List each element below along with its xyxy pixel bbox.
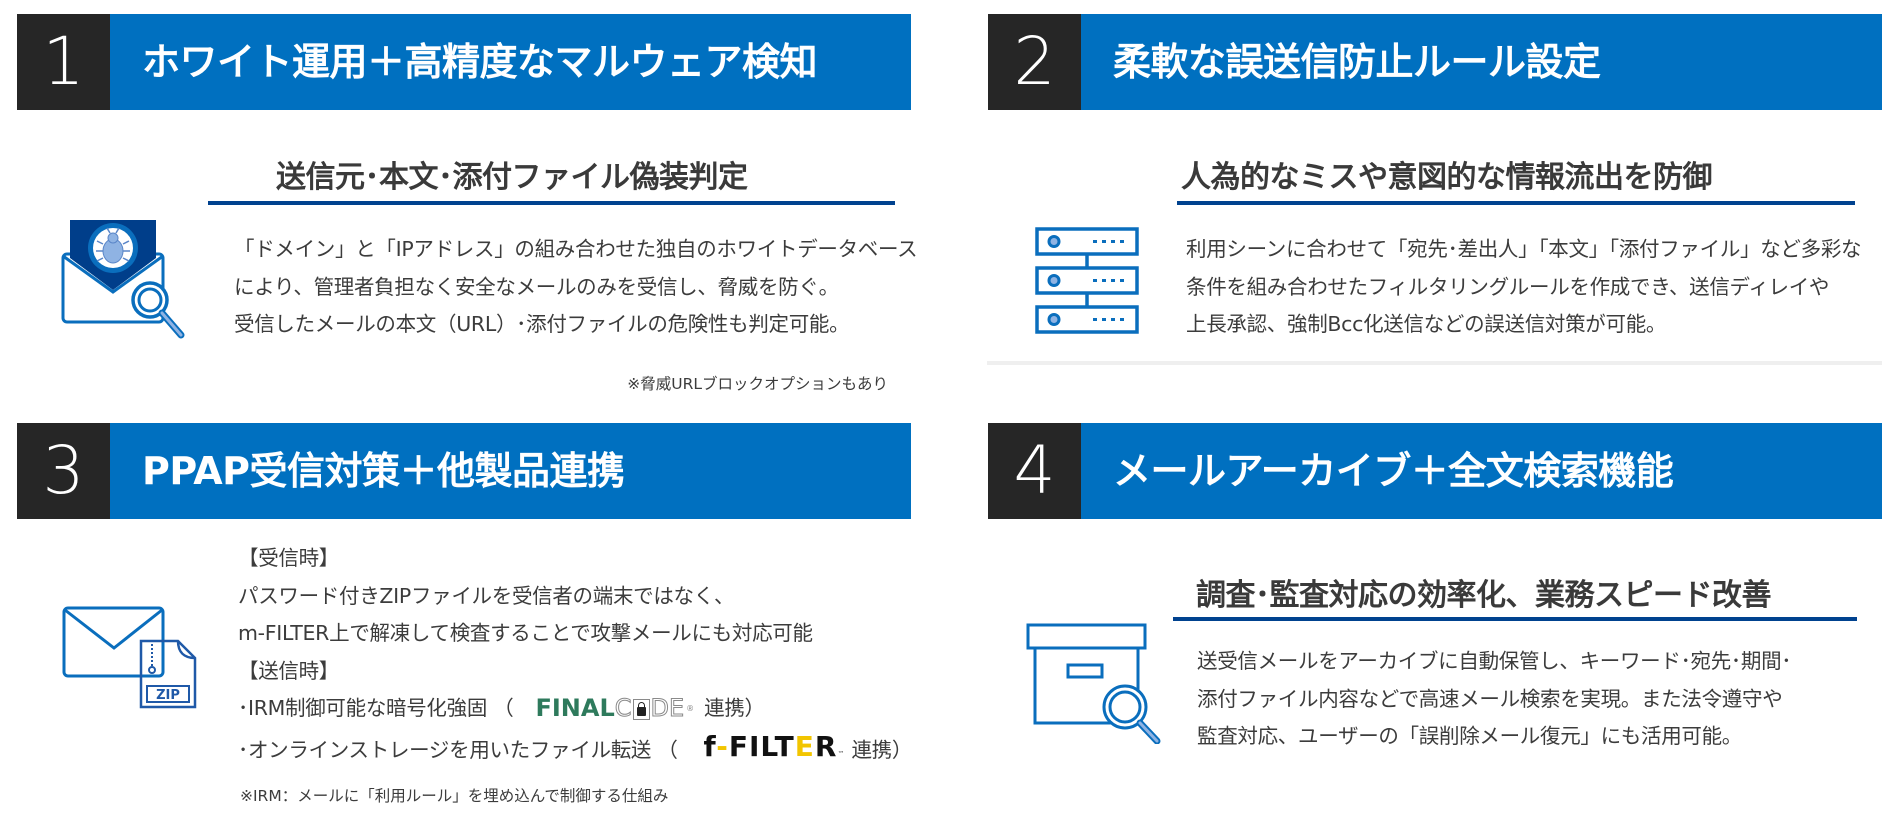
section-number: 1 (17, 14, 110, 110)
server-stack-icon (1035, 227, 1139, 334)
description-line: m-FILTER上で解凍して検査することで攻撃メールにも対応可能 (238, 621, 813, 645)
section-note: ※IRM：メールに「利用ルール」を埋め込んで制御する仕組み (240, 787, 669, 805)
description-line: パスワード付きZIPファイルを受信者の端末ではなく、 (238, 583, 735, 608)
lock-icon (632, 698, 650, 720)
section-number: 3 (17, 423, 110, 519)
subtitle-underline (208, 201, 895, 205)
section-description: 利用シーンに合わせて「宛先･差出人」「本文」「添付ファイル」など多彩な 条件を組… (1186, 231, 1862, 344)
section-note: ※脅威URLブロックオプションもあり (627, 375, 888, 393)
archive-box-magnifier-icon (1026, 623, 1161, 744)
section-number: 4 (988, 423, 1081, 519)
subtitle-underline (1173, 617, 1857, 621)
section-title: PPAP受信対策＋他製品連携 (110, 423, 911, 519)
section-title: ホワイト運用＋高精度なマルウェア検知 (110, 14, 911, 110)
ffilter-logo: f-FILTER™ (703, 729, 846, 763)
description-line: 受信したメールの本文（URL）･添付ファイルの危険性も判定可能。 (234, 312, 850, 336)
section-description: 「ドメイン」と「IPアドレス」の組み合わせた独自のホワイトデータベース により、… (234, 231, 918, 344)
section-subtitle: 送信元･本文･添付ファイル偽装判定 (276, 160, 748, 195)
description-line: 監査対応、ユーザーの「誤削除メール復元」にも活用可能。 (1197, 724, 1742, 748)
description-line: 上長承認、強制Bcc化送信などの誤送信対策が可能。 (1186, 312, 1667, 336)
section-subtitle: 人為的なミスや意図的な情報流出を防御 (1181, 160, 1713, 195)
section-divider (987, 361, 1882, 365)
section-number: 2 (988, 14, 1081, 110)
section-title: メールアーカイブ＋全文検索機能 (1081, 423, 1882, 519)
description-line: 「ドメイン」と「IPアドレス」の組み合わせた独自のホワイトデータベース (234, 237, 918, 261)
send-heading: 【送信時】 (238, 658, 339, 683)
description-line: 利用シーンに合わせて「宛先･差出人」「本文」「添付ファイル」など多彩な (1186, 237, 1862, 261)
mail-bug-magnifier-icon (61, 220, 185, 339)
section-subtitle: 調査･監査対応の効率化、業務スピード改善 (1196, 578, 1772, 613)
receive-heading: 【受信時】 (238, 546, 339, 570)
description-line: 条件を組み合わせたフィルタリングルールを作成でき、送信ディレイや (1186, 274, 1830, 299)
subtitle-underline (1177, 201, 1855, 205)
svg-text:ZIP: ZIP (156, 688, 180, 703)
description-line: 添付ファイル内容などで高速メール検索を実現。また法令遵守や (1197, 686, 1783, 711)
section-description: 【受信時】 パスワード付きZIPファイルを受信者の端末ではなく、 m-FILTE… (238, 540, 912, 773)
description-line: 送受信メールをアーカイブに自動保管し、キーワード･宛先･期間･ (1197, 649, 1792, 673)
mail-zip-icon: ZIP (62, 606, 197, 709)
section-title: 柔軟な誤送信防止ルール設定 (1081, 14, 1882, 110)
description-line: により、管理者負担なく安全なメールのみを受信し、脅威を防ぐ。 (234, 274, 839, 299)
section-description: 送受信メールをアーカイブに自動保管し、キーワード･宛先･期間･ 添付ファイル内容… (1197, 643, 1792, 756)
